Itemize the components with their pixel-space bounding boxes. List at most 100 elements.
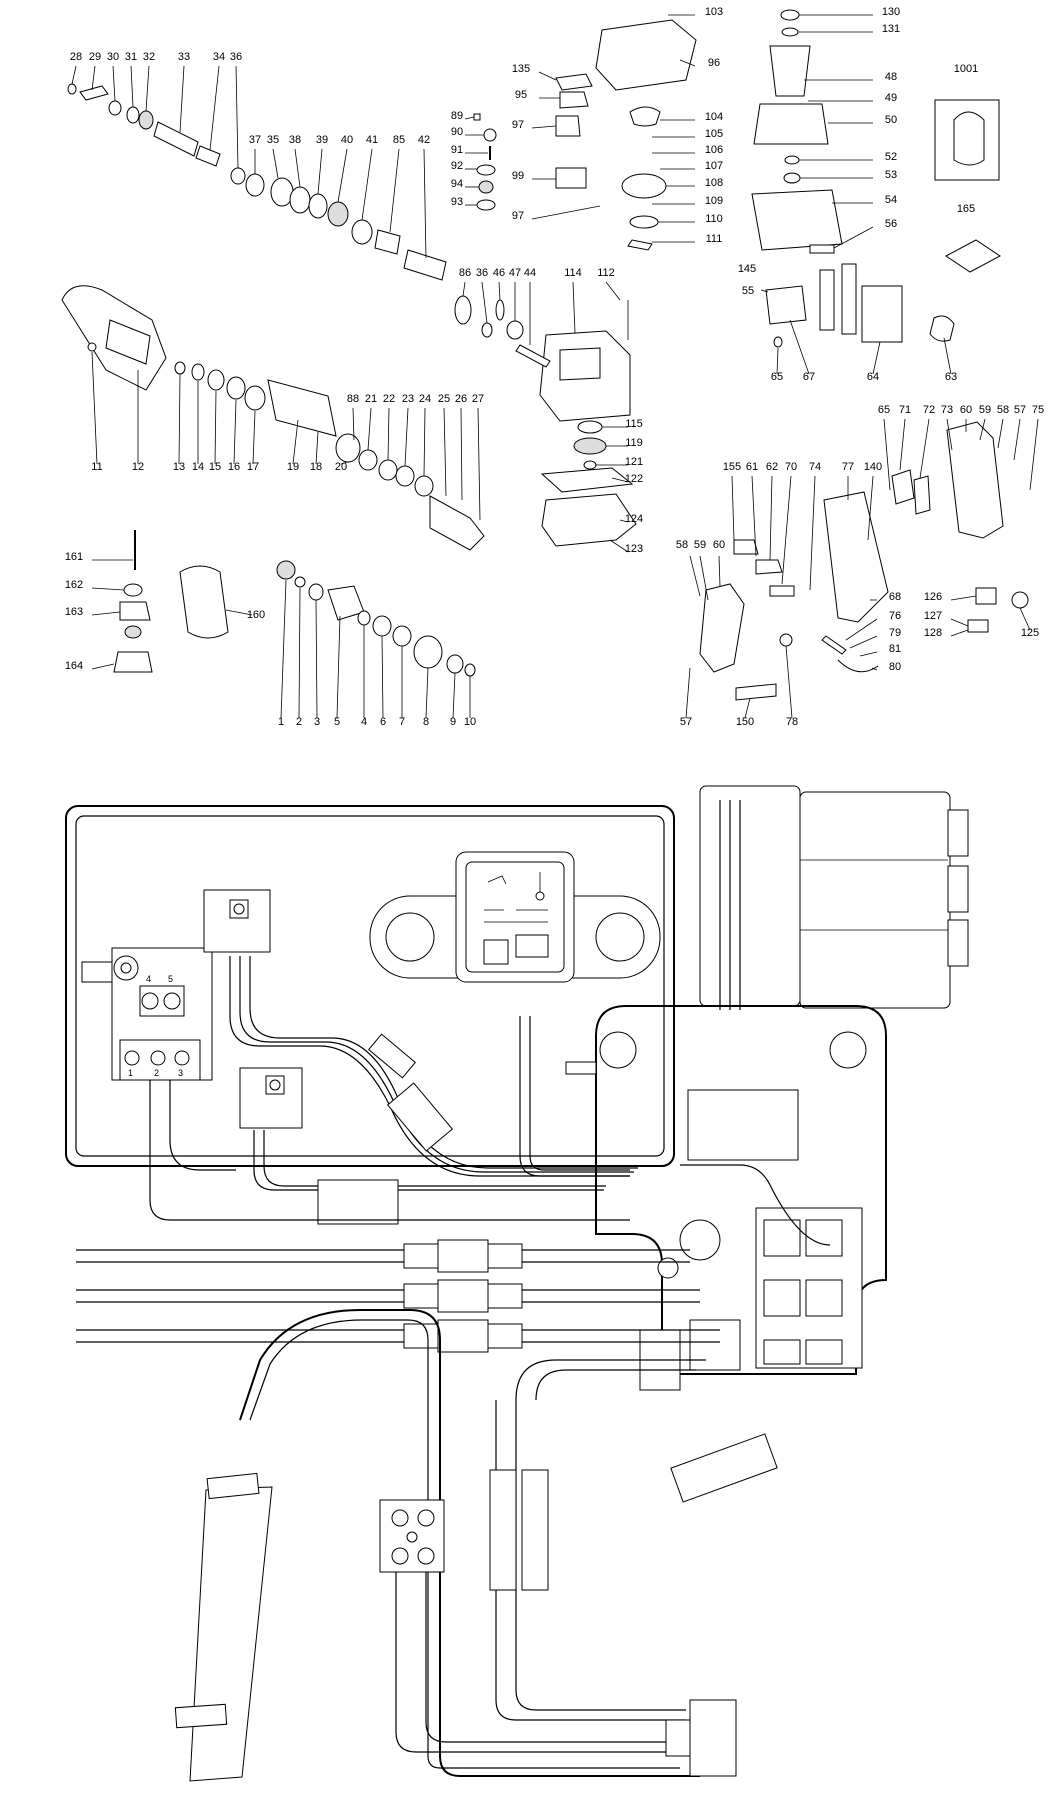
callout-label: 1 (278, 716, 284, 728)
callout-label: 21 (365, 393, 377, 405)
callout-label: 44 (524, 267, 536, 279)
callout-label: 67 (803, 371, 815, 383)
callout-label: 104 (705, 111, 723, 123)
motor-assembly (751, 9, 1001, 375)
callout-label: 48 (885, 71, 897, 83)
callout-label: 96 (708, 57, 720, 69)
callout-label: 10 (464, 716, 476, 728)
callout-label: 19 (287, 461, 299, 473)
callout-label: 36 (230, 51, 242, 63)
callout-label: 80 (889, 661, 901, 673)
callout-label: 163 (65, 606, 83, 618)
callout-label: 6 (380, 716, 386, 728)
callout-label: 97 (512, 210, 524, 222)
callout-label: 5 (334, 716, 340, 728)
callout-label: 50 (885, 114, 897, 126)
callout-label: 47 (509, 267, 521, 279)
callout-label: 124 (625, 513, 643, 525)
callout-label: 128 (924, 627, 942, 639)
callout-label: 33 (178, 51, 190, 63)
callout-label: 162 (65, 579, 83, 591)
callout-label: 119 (625, 437, 643, 449)
terminal-label-4: 4 (146, 974, 151, 984)
callout-label: 58 (676, 539, 688, 551)
callout-label: 145 (738, 263, 756, 275)
callout-label: 8 (423, 716, 429, 728)
callout-label: 135 (512, 63, 530, 75)
callout-label: 28 (70, 51, 82, 63)
callout-label: 131 (882, 23, 900, 35)
callout-label: 55 (742, 285, 754, 297)
callout-label: 30 (107, 51, 119, 63)
callout-label: 78 (786, 716, 798, 728)
callout-label: 91 (451, 144, 463, 156)
terminal-label-2: 2 (154, 1068, 159, 1078)
callout-label: 75 (1032, 404, 1044, 416)
callout-label: 54 (885, 194, 897, 206)
callout-label: 107 (705, 160, 723, 172)
terminal-label-1: 1 (128, 1068, 133, 1078)
callout-label: 130 (882, 6, 900, 18)
callout-label: 23 (402, 393, 414, 405)
callout-label: 140 (864, 461, 882, 473)
callout-label: 126 (924, 591, 942, 603)
gear-housing (462, 281, 631, 422)
handle-assembly (685, 418, 1039, 719)
callout-label: 122 (625, 473, 643, 485)
callout-label: 105 (705, 128, 723, 140)
terminal-label-3: 3 (178, 1068, 183, 1078)
callout-label: 65 (771, 371, 783, 383)
callout-label: 85 (393, 134, 405, 146)
callout-label: 95 (515, 89, 527, 101)
callout-label: 90 (451, 126, 463, 138)
callout-label: 39 (316, 134, 328, 146)
callout-label: 123 (625, 543, 643, 555)
callout-label: 24 (419, 393, 431, 405)
callout-label: 2 (296, 716, 302, 728)
callout-label: 20 (335, 461, 347, 473)
callout-label: 11 (91, 461, 102, 473)
callout-label: 62 (766, 461, 778, 473)
callout-label: 125 (1021, 627, 1039, 639)
callout-label: 99 (512, 170, 524, 182)
callout-label: 150 (736, 716, 754, 728)
callout-label: 34 (213, 51, 225, 63)
callout-label: 13 (173, 461, 185, 473)
callout-label: 111 (706, 233, 723, 245)
callout-label: 59 (694, 539, 706, 551)
callout-label: 15 (209, 461, 221, 473)
callout-label: 92 (451, 160, 463, 172)
terminal-block: 4 5 1 2 3 (81, 947, 213, 1081)
callout-label: 26 (455, 393, 467, 405)
suppressor-box-upper (203, 889, 271, 953)
callout-label: 73 (941, 404, 953, 416)
callout-label: 57 (680, 716, 692, 728)
callout-label: 88 (347, 393, 359, 405)
callout-label: 37 (249, 134, 261, 146)
callout-label: 59 (979, 404, 991, 416)
callout-label: 58 (997, 404, 1009, 416)
terminal-label-5: 5 (168, 974, 173, 984)
callout-label: 106 (705, 144, 723, 156)
callout-label: 165 (957, 203, 975, 215)
gearbox-lower (540, 420, 637, 553)
callout-label: 63 (945, 371, 957, 383)
callout-label: 115 (625, 418, 643, 430)
callout-label: 60 (960, 404, 972, 416)
callout-label: 72 (923, 404, 935, 416)
callout-label: 71 (899, 404, 911, 416)
callout-label: 155 (723, 461, 741, 473)
callout-label: 70 (785, 461, 797, 473)
callout-label: 35 (267, 134, 279, 146)
callout-label: 32 (143, 51, 155, 63)
callout-label: 81 (889, 643, 901, 655)
callout-label: 109 (705, 195, 723, 207)
cover-assembly (464, 14, 697, 251)
callout-label: 9 (450, 716, 456, 728)
callout-label: 57 (1014, 404, 1026, 416)
callout-label: 1001 (954, 63, 978, 75)
callout-label: 164 (65, 660, 83, 672)
callout-label: 76 (889, 610, 901, 622)
